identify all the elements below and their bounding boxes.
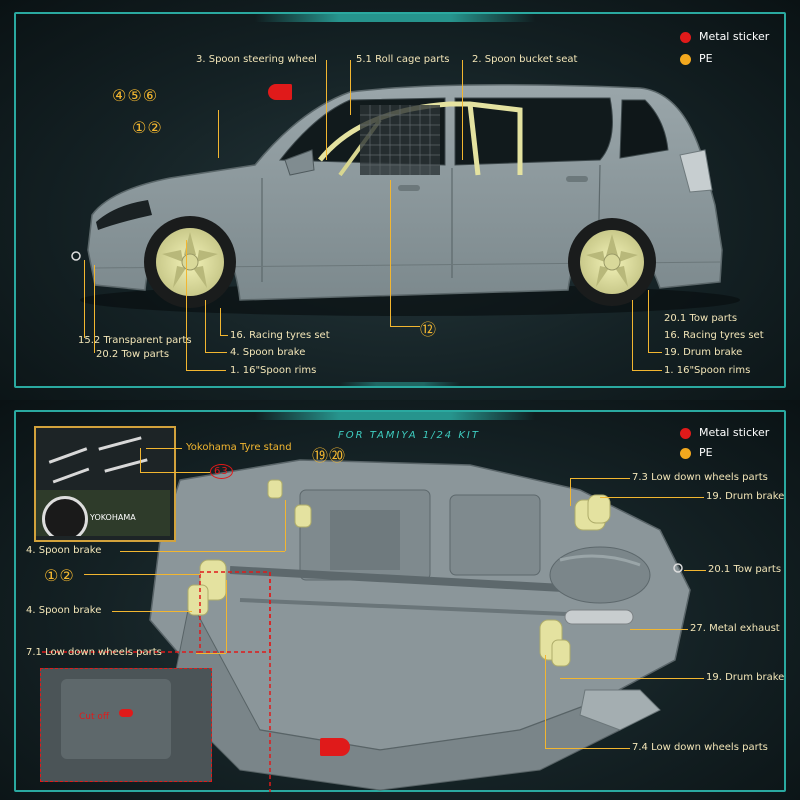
leader: [120, 551, 285, 552]
part-number-12: ①②: [44, 566, 75, 585]
leader: [205, 352, 227, 353]
leader: [140, 448, 141, 472]
legend-pe: PE: [680, 52, 713, 65]
leader: [94, 265, 95, 353]
leader: [648, 352, 662, 353]
label-spoon-rims-left: 1. 16"Spoon rims: [230, 365, 317, 376]
leader: [632, 300, 633, 370]
cut-off-marker: [119, 709, 133, 717]
side-view-car-illustration: [71, 84, 723, 308]
leader: [218, 110, 219, 158]
legend-metal-sticker: Metal sticker: [680, 30, 769, 43]
leader: [186, 370, 226, 371]
label-tow-parts-left: 20.2 Tow parts: [96, 349, 170, 360]
label-spoon-steering-wheel: 3. Spoon steering wheel: [196, 54, 317, 65]
leader: [560, 678, 704, 679]
leader: [84, 574, 200, 575]
leader: [84, 260, 85, 338]
bottom-title-band: [255, 410, 535, 420]
label-spoon-bucket-seat: 2. Spoon bucket seat: [472, 54, 578, 65]
leader: [226, 580, 227, 653]
label-spoon-rims-right: 1. 16"Spoon rims: [664, 365, 751, 376]
label-tow-parts-right: 20.1 Tow parts: [664, 313, 738, 324]
top-panel: Metal sticker PE ④⑤⑥ ①② ⑫ 3. Spoon steer…: [0, 0, 800, 400]
leader: [350, 60, 351, 115]
tyre-stand-inset: YOKOHAMA: [34, 426, 176, 542]
leader: [390, 326, 420, 327]
leader: [140, 472, 210, 473]
leader: [570, 478, 571, 506]
label-yokohama-tyre-stand: Yokohama Tyre stand: [186, 442, 292, 453]
cut-off-inset: Cut off: [40, 668, 212, 782]
top-title-band: [255, 12, 535, 22]
part-number-1920: ⑲⑳: [312, 446, 347, 465]
label-low-down-71: 7.1 Low down wheels parts: [26, 647, 162, 658]
leader: [648, 290, 649, 352]
metal-sticker-marker: [320, 738, 350, 756]
label-roll-cage: 5.1 Roll cage parts: [356, 54, 450, 65]
metal-sticker-marker: [268, 84, 292, 100]
leader: [630, 629, 688, 630]
cut-off-detail: [61, 679, 171, 759]
leader: [632, 370, 662, 371]
yokohama-brand-text: YOKOHAMA: [90, 513, 136, 522]
label-racing-tyres-left: 16. Racing tyres set: [230, 330, 330, 341]
leader: [186, 240, 187, 370]
tyre-photo: YOKOHAMA: [36, 490, 170, 536]
label-low-down-74: 7.4 Low down wheels parts: [632, 742, 768, 753]
leader: [545, 655, 546, 748]
part-number-456: ④⑤⑥: [112, 86, 159, 105]
label-drum-brake-a: 19. Drum brake: [706, 491, 785, 502]
tyre: [42, 496, 88, 536]
label-spoon-brake-b: 4. Spoon brake: [26, 605, 102, 616]
label-drum-brake: 19. Drum brake: [664, 347, 743, 358]
orange-dot-icon: [680, 447, 691, 459]
label-metal-exhaust: 27. Metal exhaust: [690, 623, 780, 634]
leader: [600, 497, 704, 498]
label-spoon-brake-a: 4. Spoon brake: [26, 545, 102, 556]
leader: [205, 300, 206, 352]
label-cut-off: Cut off: [79, 712, 110, 722]
red-dot-icon: [680, 31, 691, 43]
legend-metal-sticker: Metal sticker: [680, 426, 769, 439]
label-transparent-parts: 15.2 Transparent parts: [78, 335, 192, 346]
leader: [196, 653, 226, 654]
label-spoon-brake: 4. Spoon brake: [230, 347, 306, 358]
tyre-stand-part: [104, 458, 148, 473]
kit-subtitle: FOR TAMIYA 1/24 KIT: [338, 430, 480, 441]
red-dot-icon: [680, 427, 691, 439]
label-racing-tyres-right: 16. Racing tyres set: [664, 330, 764, 341]
tyre-stand-part: [98, 436, 142, 451]
leader: [146, 448, 182, 449]
tyre-stand-part: [48, 447, 88, 464]
leader: [220, 335, 228, 336]
leader: [684, 570, 706, 571]
leader: [112, 611, 192, 612]
tyre-stand-part: [52, 467, 90, 484]
part-number-12: ①②: [132, 118, 163, 137]
bottom-panel: FOR TAMIYA 1/24 KIT: [0, 400, 800, 800]
leader: [285, 500, 286, 551]
leader: [220, 308, 221, 335]
leader: [390, 180, 391, 326]
part-number-12b: ⑫: [420, 320, 438, 339]
leader: [326, 60, 327, 160]
leader: [570, 478, 630, 479]
label-tow-parts: 20.1 Tow parts: [708, 564, 782, 575]
leader: [545, 748, 630, 749]
label-drum-brake-b: 19. Drum brake: [706, 672, 785, 683]
legend-pe: PE: [680, 446, 713, 459]
top-footer-band: [340, 382, 460, 386]
orange-dot-icon: [680, 53, 691, 65]
label-low-down-73: 7.3 Low down wheels parts: [632, 472, 768, 483]
part-number-63: 63: [210, 464, 233, 479]
leader: [462, 60, 463, 160]
